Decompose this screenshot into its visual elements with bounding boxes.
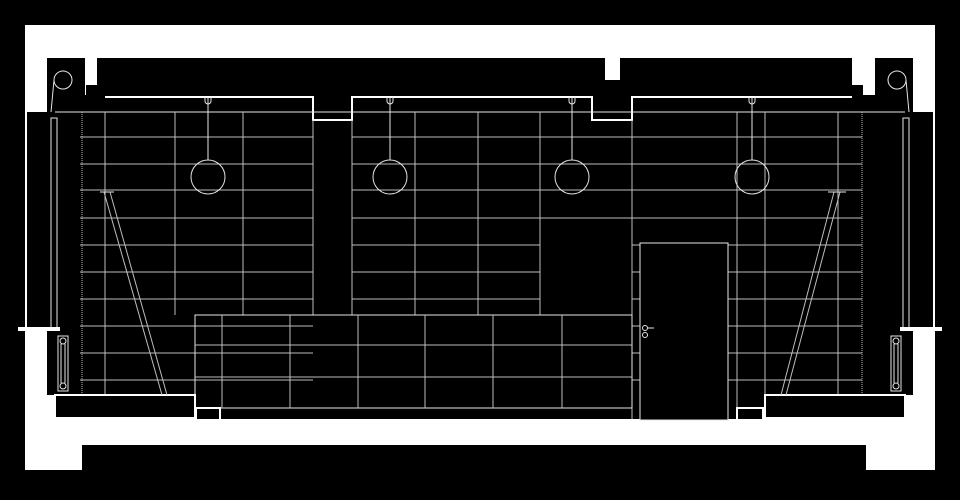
right-window-zone [903, 112, 913, 395]
left-jamb [27, 112, 47, 328]
right-radiator-icon [890, 335, 902, 392]
right-blind-cord [905, 79, 910, 113]
right-library-ladder [780, 191, 846, 396]
left-library-ladder [100, 191, 168, 396]
door[interactable] [639, 242, 729, 421]
left-blind-cord [50, 79, 55, 113]
left-bench [54, 394, 196, 419]
pendant-light-icon [734, 159, 770, 195]
right-header-box [875, 58, 913, 112]
pendant-light-icon [372, 159, 408, 195]
ceiling-void-right [620, 58, 852, 85]
pendant-canopy-icon [386, 97, 394, 105]
pendant-light-icon [554, 159, 590, 195]
ceiling-void-left [97, 58, 605, 85]
ceiling-profile [105, 96, 852, 121]
ceiling-beam-zone [86, 85, 863, 95]
cabinet-divisions [195, 315, 632, 408]
central-cabinet [194, 314, 633, 409]
pendant-lights [190, 97, 770, 195]
left-window-zone [47, 112, 57, 395]
left-sill [18, 327, 60, 331]
right-sill [900, 327, 942, 331]
left-radiator-icon [57, 335, 69, 392]
right-bench [764, 394, 906, 419]
lower-floor-void [82, 445, 866, 500]
pendant-canopy-icon [748, 97, 756, 105]
right-jamb [913, 112, 933, 328]
ceiling-void-mid [605, 80, 620, 85]
door-handle-icon[interactable] [642, 325, 655, 338]
room-interior [55, 95, 905, 420]
pendant-canopy-icon [204, 97, 212, 105]
left-header-box [47, 58, 85, 112]
pendant-light-icon [190, 159, 226, 195]
pendant-canopy-icon [568, 97, 576, 105]
